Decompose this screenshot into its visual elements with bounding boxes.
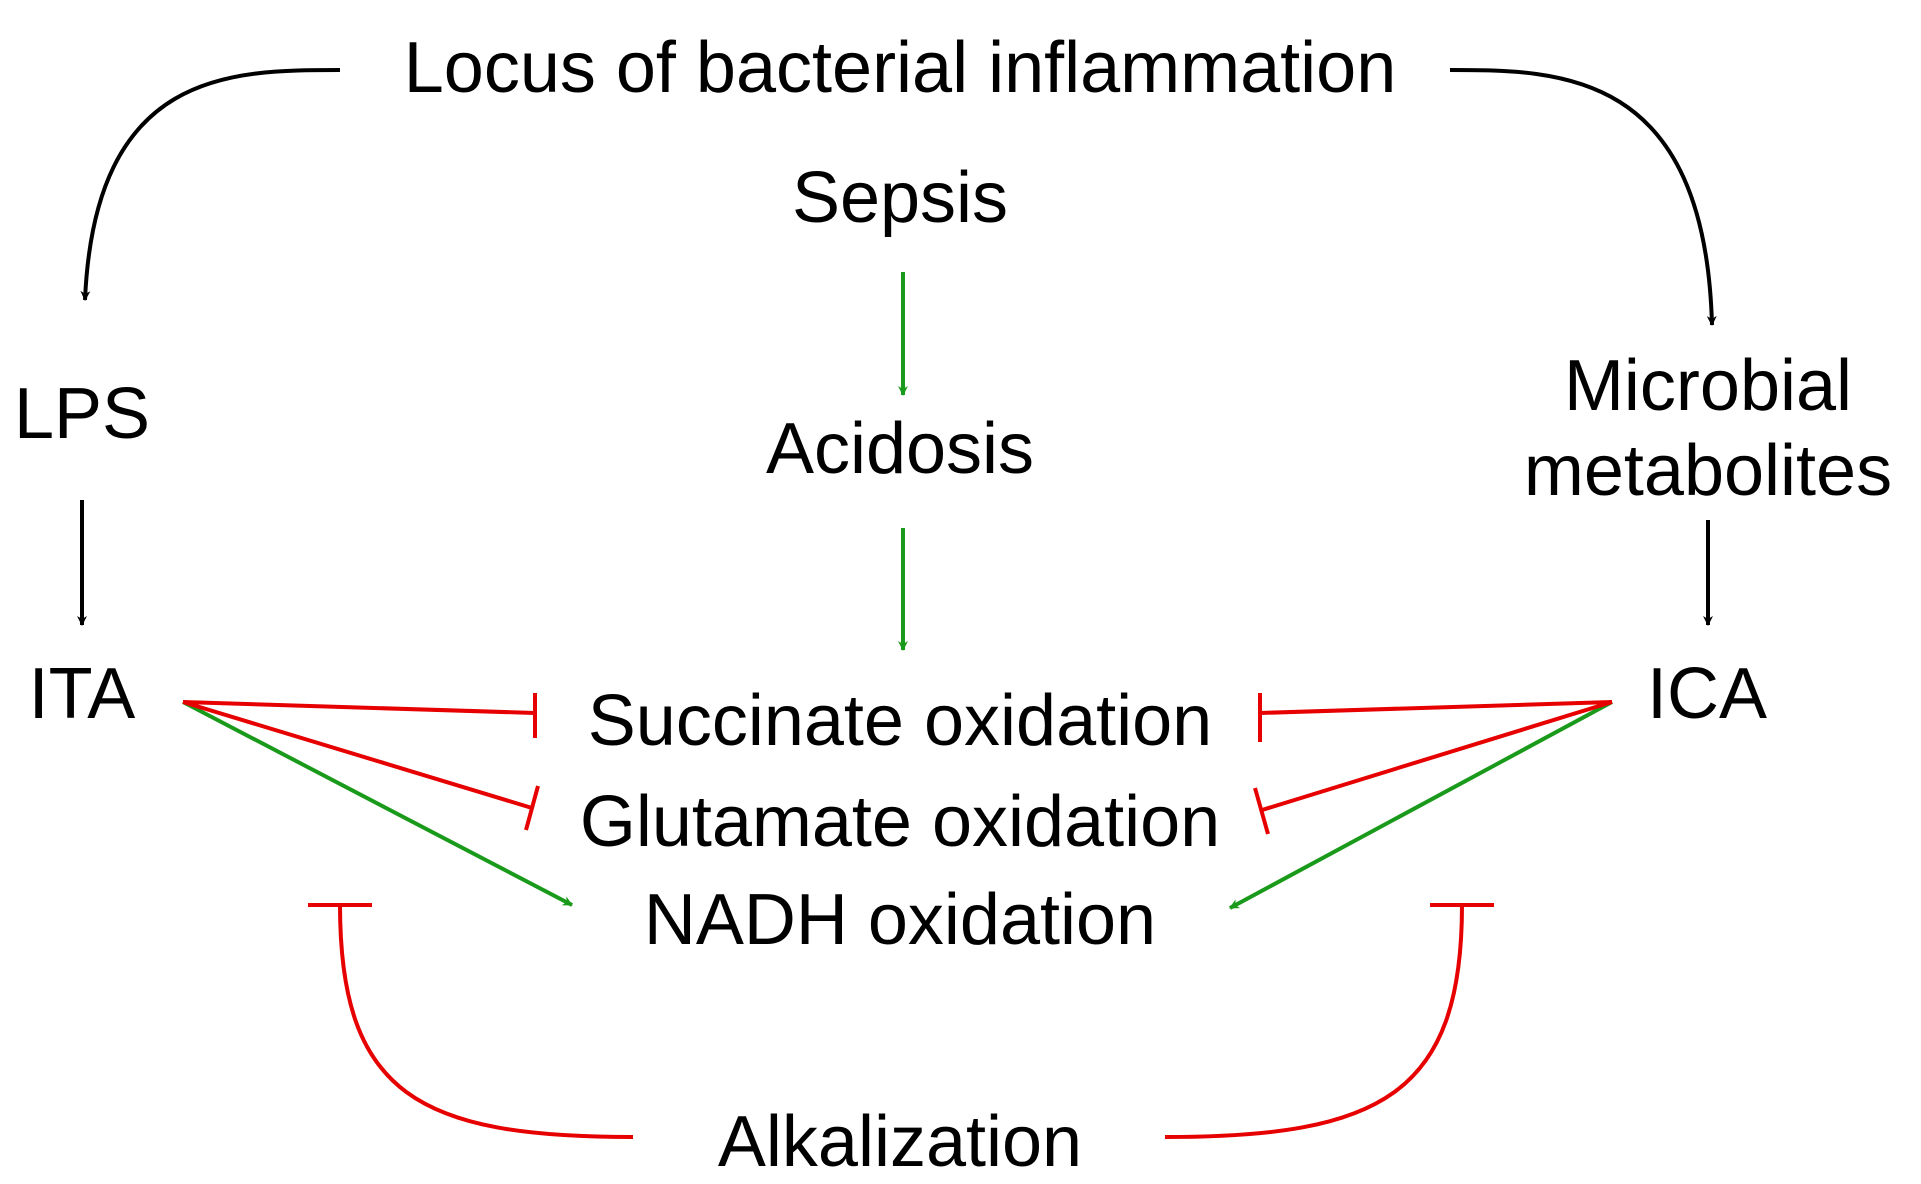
edge-alkalization-to-ita-nadh-inhibit	[338, 904, 634, 1139]
node-lps-label: LPS	[14, 374, 150, 454]
edge-top-to-lps-arrow	[80, 68, 341, 301]
node-microbial-label-line2: metabolites	[1524, 431, 1892, 511]
node-nadh-label: NADH oxidation	[644, 880, 1156, 960]
edge-ita-to-succinate-inhibit	[182, 700, 536, 715]
edge-alkalization-to-ica-nadh-inhibit	[1164, 904, 1464, 1139]
edge-top-to-microbial-arrow	[1449, 68, 1717, 326]
edge-ica-to-glutamate-inhibit-bar	[1253, 787, 1270, 835]
node-succinate-label: Succinate oxidation	[588, 681, 1212, 761]
node-ita-label: ITA	[29, 654, 136, 734]
edge-ita-to-glutamate-inhibit	[182, 700, 533, 810]
node-glutamate-label: Glutamate oxidation	[580, 782, 1220, 862]
edge-ita-to-nadh-arrow	[182, 700, 573, 907]
edge-ica-to-succinate-inhibit	[1259, 700, 1613, 715]
node-top-label: Locus of bacterial inflammation	[404, 28, 1397, 108]
edge-ita-to-glutamate-inhibit-bar	[524, 785, 540, 831]
node-alkalization-label: Alkalization	[718, 1102, 1082, 1182]
node-sepsis-label: Sepsis	[792, 158, 1008, 238]
node-ica-label: ICA	[1647, 654, 1767, 734]
edge-ica-to-glutamate-inhibit	[1261, 700, 1613, 812]
node-microbial-label-line1: Microbial	[1564, 346, 1852, 426]
edge-ica-to-nadh-arrow	[1229, 700, 1613, 910]
node-acidosis-label: Acidosis	[766, 409, 1034, 489]
